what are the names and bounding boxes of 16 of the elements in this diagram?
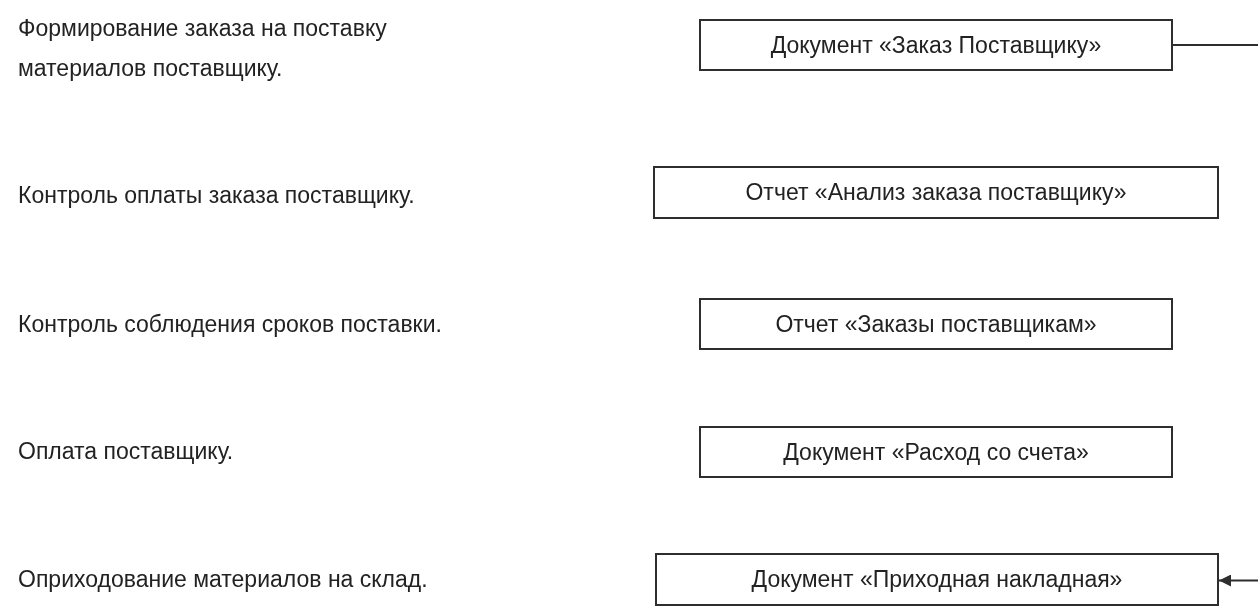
document-box bbox=[699, 426, 1173, 478]
box-label: Отчет «Анализ заказа поставщику» bbox=[745, 179, 1127, 206]
box-label: Документ «Расход со счета» bbox=[783, 438, 1089, 466]
document-box bbox=[655, 553, 1219, 606]
step-description: Оприходование материалов на склад. bbox=[18, 565, 428, 594]
document-box bbox=[653, 166, 1219, 219]
box-label: Отчет «Заказы поставщикам» bbox=[775, 310, 1097, 338]
box-label: Документ «Заказ Поставщику» bbox=[770, 31, 1102, 59]
step-description: Контроль оплаты заказа поставщику. bbox=[18, 181, 415, 210]
connector-arrow bbox=[1172, 44, 1258, 587]
step-description: Оплата поставщику. bbox=[18, 437, 234, 466]
step-description: Формирование заказа на поставку материалов поставщику. bbox=[18, 14, 388, 83]
box-label: Документ «Приходная накладная» bbox=[751, 566, 1123, 593]
document-box bbox=[699, 298, 1173, 350]
document-box bbox=[699, 19, 1173, 71]
step-description: Контроль соблюдения сроков поставки. bbox=[18, 310, 442, 339]
